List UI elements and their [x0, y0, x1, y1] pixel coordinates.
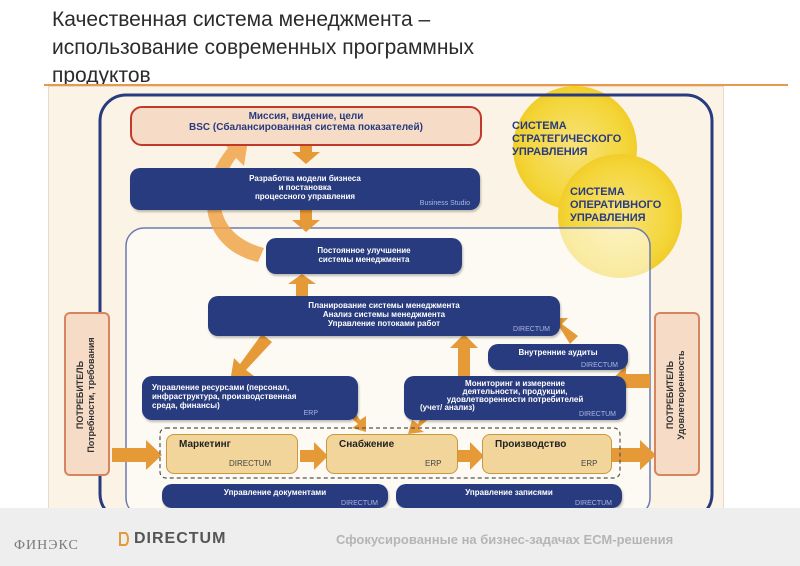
- arrow-planning-to-improvement: [288, 274, 316, 296]
- consumer-right-subtitle: Удовлетворенность: [676, 350, 686, 440]
- arrow-supply-to-production: [458, 442, 484, 470]
- directum-mark-icon: [119, 532, 129, 546]
- finex-logo: ФИНЭКС: [14, 538, 79, 553]
- monitoring-directum-tag: DIRECTUM: [579, 411, 616, 418]
- arrow-marketing-to-supply: [300, 442, 328, 470]
- resources-line-3: среда, финансы): [152, 401, 220, 410]
- consumer-left-text: ПОТРЕБИТЕЛЬ Потребности, требования: [75, 315, 97, 475]
- title-underline: [44, 84, 788, 86]
- consumer-left-subtitle: Потребности, требования: [86, 337, 96, 453]
- business-studio-tag: Business Studio: [419, 200, 470, 207]
- title-line-1: Качественная система менеджмента –: [52, 8, 431, 31]
- arrow-production-to-consumer: [612, 440, 656, 470]
- resources-box: Управление ресурсами (персонал, инфрастр…: [142, 376, 358, 420]
- planning-line-3: Управление потоками работ: [327, 319, 441, 328]
- business-model-text: Разработка модели бизнеса и постановка п…: [130, 174, 480, 201]
- internal-audit-box: Внутренние аудиты DIRECTUM: [488, 344, 628, 370]
- arrow-consumer-to-marketing: [112, 440, 162, 470]
- monitoring-line-4: (учет/ анализ): [420, 403, 475, 412]
- documents-directum-tag: DIRECTUM: [341, 500, 378, 507]
- strategic-label: СИСТЕМА СТРАТЕГИЧЕСКОГО УПРАВЛЕНИЯ: [512, 120, 621, 159]
- business-model-line-2: и постановка: [278, 183, 332, 192]
- internal-audit-label: Внутренние аудиты: [518, 348, 598, 357]
- bsc-label: BSC (Сбалансированная система показателе…: [189, 122, 423, 133]
- operational-label-line-1: СИСТЕМА: [570, 186, 625, 198]
- monitoring-box: Мониторинг и измерение деятельности, про…: [404, 376, 626, 420]
- marketing-label: Маркетинг: [179, 439, 231, 450]
- monitoring-line-1: Мониторинг и измерение: [465, 379, 565, 388]
- business-model-box: Разработка модели бизнеса и постановка п…: [130, 168, 480, 210]
- slide-title: Качественная система менеджмента – испол…: [52, 6, 474, 90]
- improvement-box: Постоянное улучшение системы менеджмента: [266, 238, 462, 274]
- business-model-line-1: Разработка модели бизнеса: [249, 174, 361, 183]
- documents-box: Управление документами DIRECTUM: [162, 484, 388, 508]
- footer-slogan: Сфокусированные на бизнес-задачах ЕСМ-ре…: [336, 532, 674, 547]
- operational-label-line-2: ОПЕРАТИВНОГО: [570, 199, 662, 211]
- title-line-3: продуктов: [52, 64, 151, 87]
- mission-bsc-box: Миссия, видение, цели BSC (Сбалансирован…: [130, 106, 482, 146]
- records-label: Управление записями: [465, 488, 553, 497]
- planning-box: Планирование системы менеджмента Анализ …: [208, 296, 560, 336]
- strategic-label-line-1: СИСТЕМА: [512, 120, 567, 132]
- arrow-top-to-model: [292, 138, 320, 164]
- improvement-text: Постоянное улучшение системы менеджмента: [266, 246, 462, 264]
- process-supply: Снабжение ERP: [326, 434, 458, 474]
- arrow-model-to-improvement: [292, 210, 320, 232]
- improvement-line-1: Постоянное улучшение: [317, 246, 411, 255]
- records-box: Управление записями DIRECTUM: [396, 484, 622, 508]
- monitoring-line-2: деятельности, продукции,: [462, 387, 568, 396]
- consumer-right-title: ПОТРЕБИТЕЛЬ: [665, 360, 675, 430]
- consumer-left-box: ПОТРЕБИТЕЛЬ Потребности, требования: [64, 312, 110, 476]
- operational-label: СИСТЕМА ОПЕРАТИВНОГО УПРАВЛЕНИЯ: [570, 186, 661, 225]
- business-model-line-3: процессного управления: [254, 192, 356, 201]
- monitoring-line-3: удовлетворенности потребителей: [446, 395, 584, 404]
- resources-erp-tag: ERP: [303, 410, 318, 417]
- production-label: Производство: [495, 439, 567, 450]
- resources-line-1: Управление ресурсами (персонал,: [152, 383, 290, 392]
- footer-bar: [0, 508, 800, 566]
- supply-label: Снабжение: [339, 439, 395, 450]
- supply-erp-tag: ERP: [425, 459, 442, 468]
- directum-logo: DIRECTUM: [134, 530, 227, 547]
- marketing-directum-tag: DIRECTUM: [229, 459, 272, 468]
- resources-line-2: инфраструктура, производственная: [152, 392, 297, 401]
- consumer-right-box: ПОТРЕБИТЕЛЬ Удовлетворенность: [654, 312, 700, 476]
- arrow-planning-to-resources: [230, 334, 272, 382]
- strategic-label-line-3: УПРАВЛЕНИЯ: [512, 146, 588, 158]
- consumer-right-text: ПОТРЕБИТЕЛЬ Удовлетворенность: [665, 315, 687, 475]
- production-erp-tag: ERP: [581, 459, 598, 468]
- monitoring-text: Мониторинг и измерение деятельности, про…: [404, 380, 626, 412]
- planning-line-1: Планирование системы менеджмента: [308, 301, 460, 310]
- process-marketing: Маркетинг DIRECTUM: [166, 434, 298, 474]
- title-line-2: использование современных программных: [52, 36, 475, 59]
- records-directum-tag: DIRECTUM: [575, 500, 612, 507]
- documents-label: Управление документами: [223, 488, 327, 497]
- resources-text: Управление ресурсами (персонал, инфрастр…: [152, 383, 358, 410]
- planning-line-2: Анализ системы менеджмента: [322, 310, 446, 319]
- consumer-left-title: ПОТРЕБИТЕЛЬ: [75, 360, 85, 430]
- mission-label: Миссия, видение, цели: [248, 111, 364, 122]
- planning-directum-tag: DIRECTUM: [513, 326, 550, 333]
- process-production: Производство ERP: [482, 434, 612, 474]
- strategic-label-line-2: СТРАТЕГИЧЕСКОГО: [512, 133, 622, 145]
- process-chain-frame: [159, 427, 621, 479]
- arrow-monitoring-to-planning: [450, 334, 478, 376]
- audit-directum-tag: DIRECTUM: [581, 362, 618, 369]
- planning-text: Планирование системы менеджмента Анализ …: [208, 301, 560, 328]
- improvement-line-2: системы менеджмента: [318, 255, 410, 264]
- operational-label-line-3: УПРАВЛЕНИЯ: [570, 212, 646, 224]
